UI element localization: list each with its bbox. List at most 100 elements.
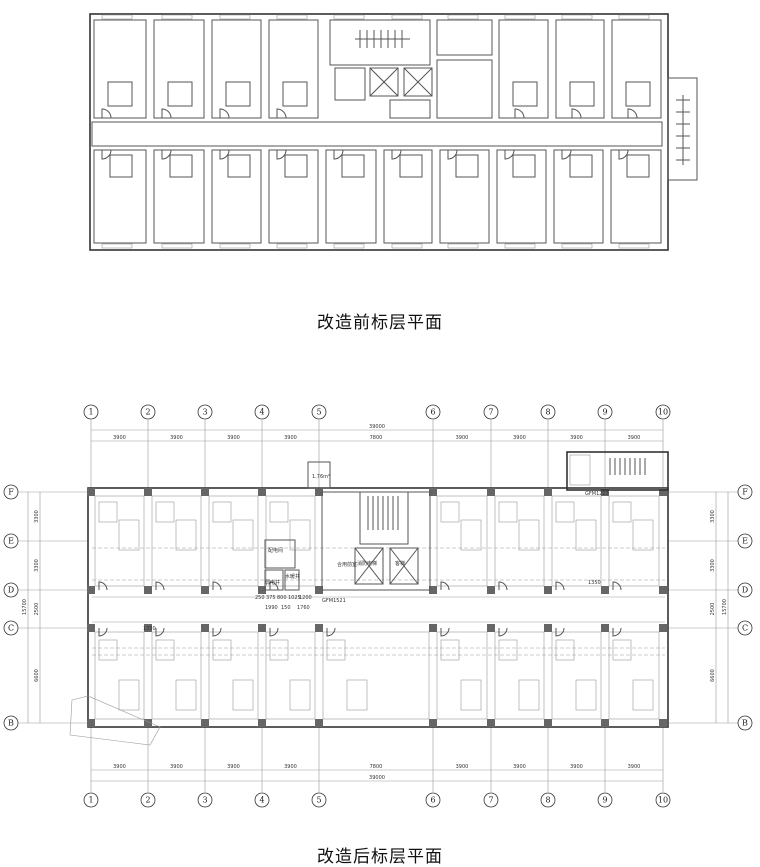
axis-label-top: 4 xyxy=(259,408,264,417)
bed xyxy=(289,679,311,711)
door-icon xyxy=(555,581,565,591)
structural-column xyxy=(144,586,152,594)
bay-dimension: 3900 xyxy=(628,764,641,770)
total-length-dimension: 39000 xyxy=(369,775,385,781)
axis-bubble-right xyxy=(737,620,753,636)
bay-dimension: 3900 xyxy=(284,764,297,770)
door-icon xyxy=(98,627,108,637)
bed xyxy=(460,519,482,551)
axis-bubble-bottom xyxy=(425,792,441,808)
guest-room xyxy=(551,631,602,720)
axis-label-right: B xyxy=(742,719,748,728)
axis-bubble-right xyxy=(737,582,753,598)
axis-bubble-right xyxy=(737,533,753,549)
window xyxy=(276,14,308,20)
structural-column xyxy=(429,719,437,727)
bathroom xyxy=(569,154,593,178)
structural-column xyxy=(201,719,209,727)
bathroom xyxy=(282,81,308,107)
axis-bubble-top xyxy=(83,404,99,420)
guest-room xyxy=(494,495,545,587)
bathroom xyxy=(612,501,632,523)
bathroom xyxy=(512,81,538,107)
bay-dimension: 3900 xyxy=(513,435,526,441)
corridor xyxy=(91,121,663,147)
bed xyxy=(632,519,654,551)
guest-room xyxy=(325,149,377,244)
guest-room xyxy=(93,149,147,244)
axis-bubble-bottom xyxy=(483,792,499,808)
bay-dimension: 3900 xyxy=(628,435,641,441)
door-icon xyxy=(101,149,112,160)
window xyxy=(101,14,133,20)
door-icon xyxy=(440,581,450,591)
door-icon xyxy=(101,108,112,119)
axis-bubble-top xyxy=(425,404,441,420)
guest-room xyxy=(436,631,488,720)
sub-dimension: 150 xyxy=(281,605,291,611)
guest-room xyxy=(208,495,259,587)
door-icon xyxy=(627,108,638,119)
door-icon xyxy=(561,149,572,160)
bathroom xyxy=(269,639,289,661)
bathroom xyxy=(98,639,118,661)
door-icon xyxy=(155,581,165,591)
room-label: 消防电梯 xyxy=(357,560,377,567)
axis-bubble-left xyxy=(3,715,19,731)
structural-column xyxy=(544,586,552,594)
bathroom xyxy=(212,639,232,661)
structural-column xyxy=(544,719,552,727)
door-icon xyxy=(612,627,622,637)
guest-room xyxy=(608,631,660,720)
bed xyxy=(518,679,540,711)
window xyxy=(333,243,365,249)
window xyxy=(447,243,479,249)
bay-dimension: 3900 xyxy=(456,764,469,770)
bathroom xyxy=(625,81,651,107)
door-label: GFM1521 xyxy=(322,598,346,604)
guest-room xyxy=(151,495,202,587)
structural-column xyxy=(201,586,209,594)
axis-label-right: F xyxy=(742,488,748,497)
bed xyxy=(460,679,482,711)
before-outer-wall xyxy=(89,13,669,251)
structural-column xyxy=(315,488,323,496)
bed xyxy=(575,519,597,551)
axis-bubble-bottom xyxy=(197,792,213,808)
structural-column xyxy=(258,586,266,594)
after-outer-wall xyxy=(87,487,669,728)
door-icon xyxy=(276,149,287,160)
door-icon xyxy=(98,581,108,591)
door-icon xyxy=(276,108,287,119)
window xyxy=(161,14,193,20)
structural-column xyxy=(258,624,266,632)
structural-column xyxy=(601,719,609,727)
window xyxy=(276,243,308,249)
axis-label-left: B xyxy=(8,719,14,728)
window xyxy=(391,243,423,249)
bed xyxy=(518,519,540,551)
structural-column xyxy=(87,586,95,594)
bay-dimension: 3900 xyxy=(513,764,526,770)
bathroom xyxy=(227,154,251,178)
bed xyxy=(175,519,197,551)
before-plan-caption: 改造前标层平面 xyxy=(317,313,443,333)
guest-room xyxy=(268,149,319,244)
guest-room xyxy=(322,631,430,720)
sub-dimension: 1990 xyxy=(265,605,278,611)
door-icon xyxy=(212,627,222,637)
guest-room xyxy=(211,19,262,119)
stair-hall xyxy=(329,19,431,66)
bathroom xyxy=(512,154,536,178)
structural-column xyxy=(544,488,552,496)
axis-label-bottom: 3 xyxy=(202,796,207,805)
axis-bubble-left xyxy=(3,620,19,636)
guest-room xyxy=(93,19,147,119)
bay-dimension: 3900 xyxy=(113,435,126,441)
axis-label-bottom: 6 xyxy=(430,796,435,805)
total-depth-dimension: 15700 xyxy=(722,599,728,615)
guest-room xyxy=(608,495,660,587)
structural-column xyxy=(315,719,323,727)
door-icon xyxy=(555,627,565,637)
main-stair xyxy=(359,491,409,545)
